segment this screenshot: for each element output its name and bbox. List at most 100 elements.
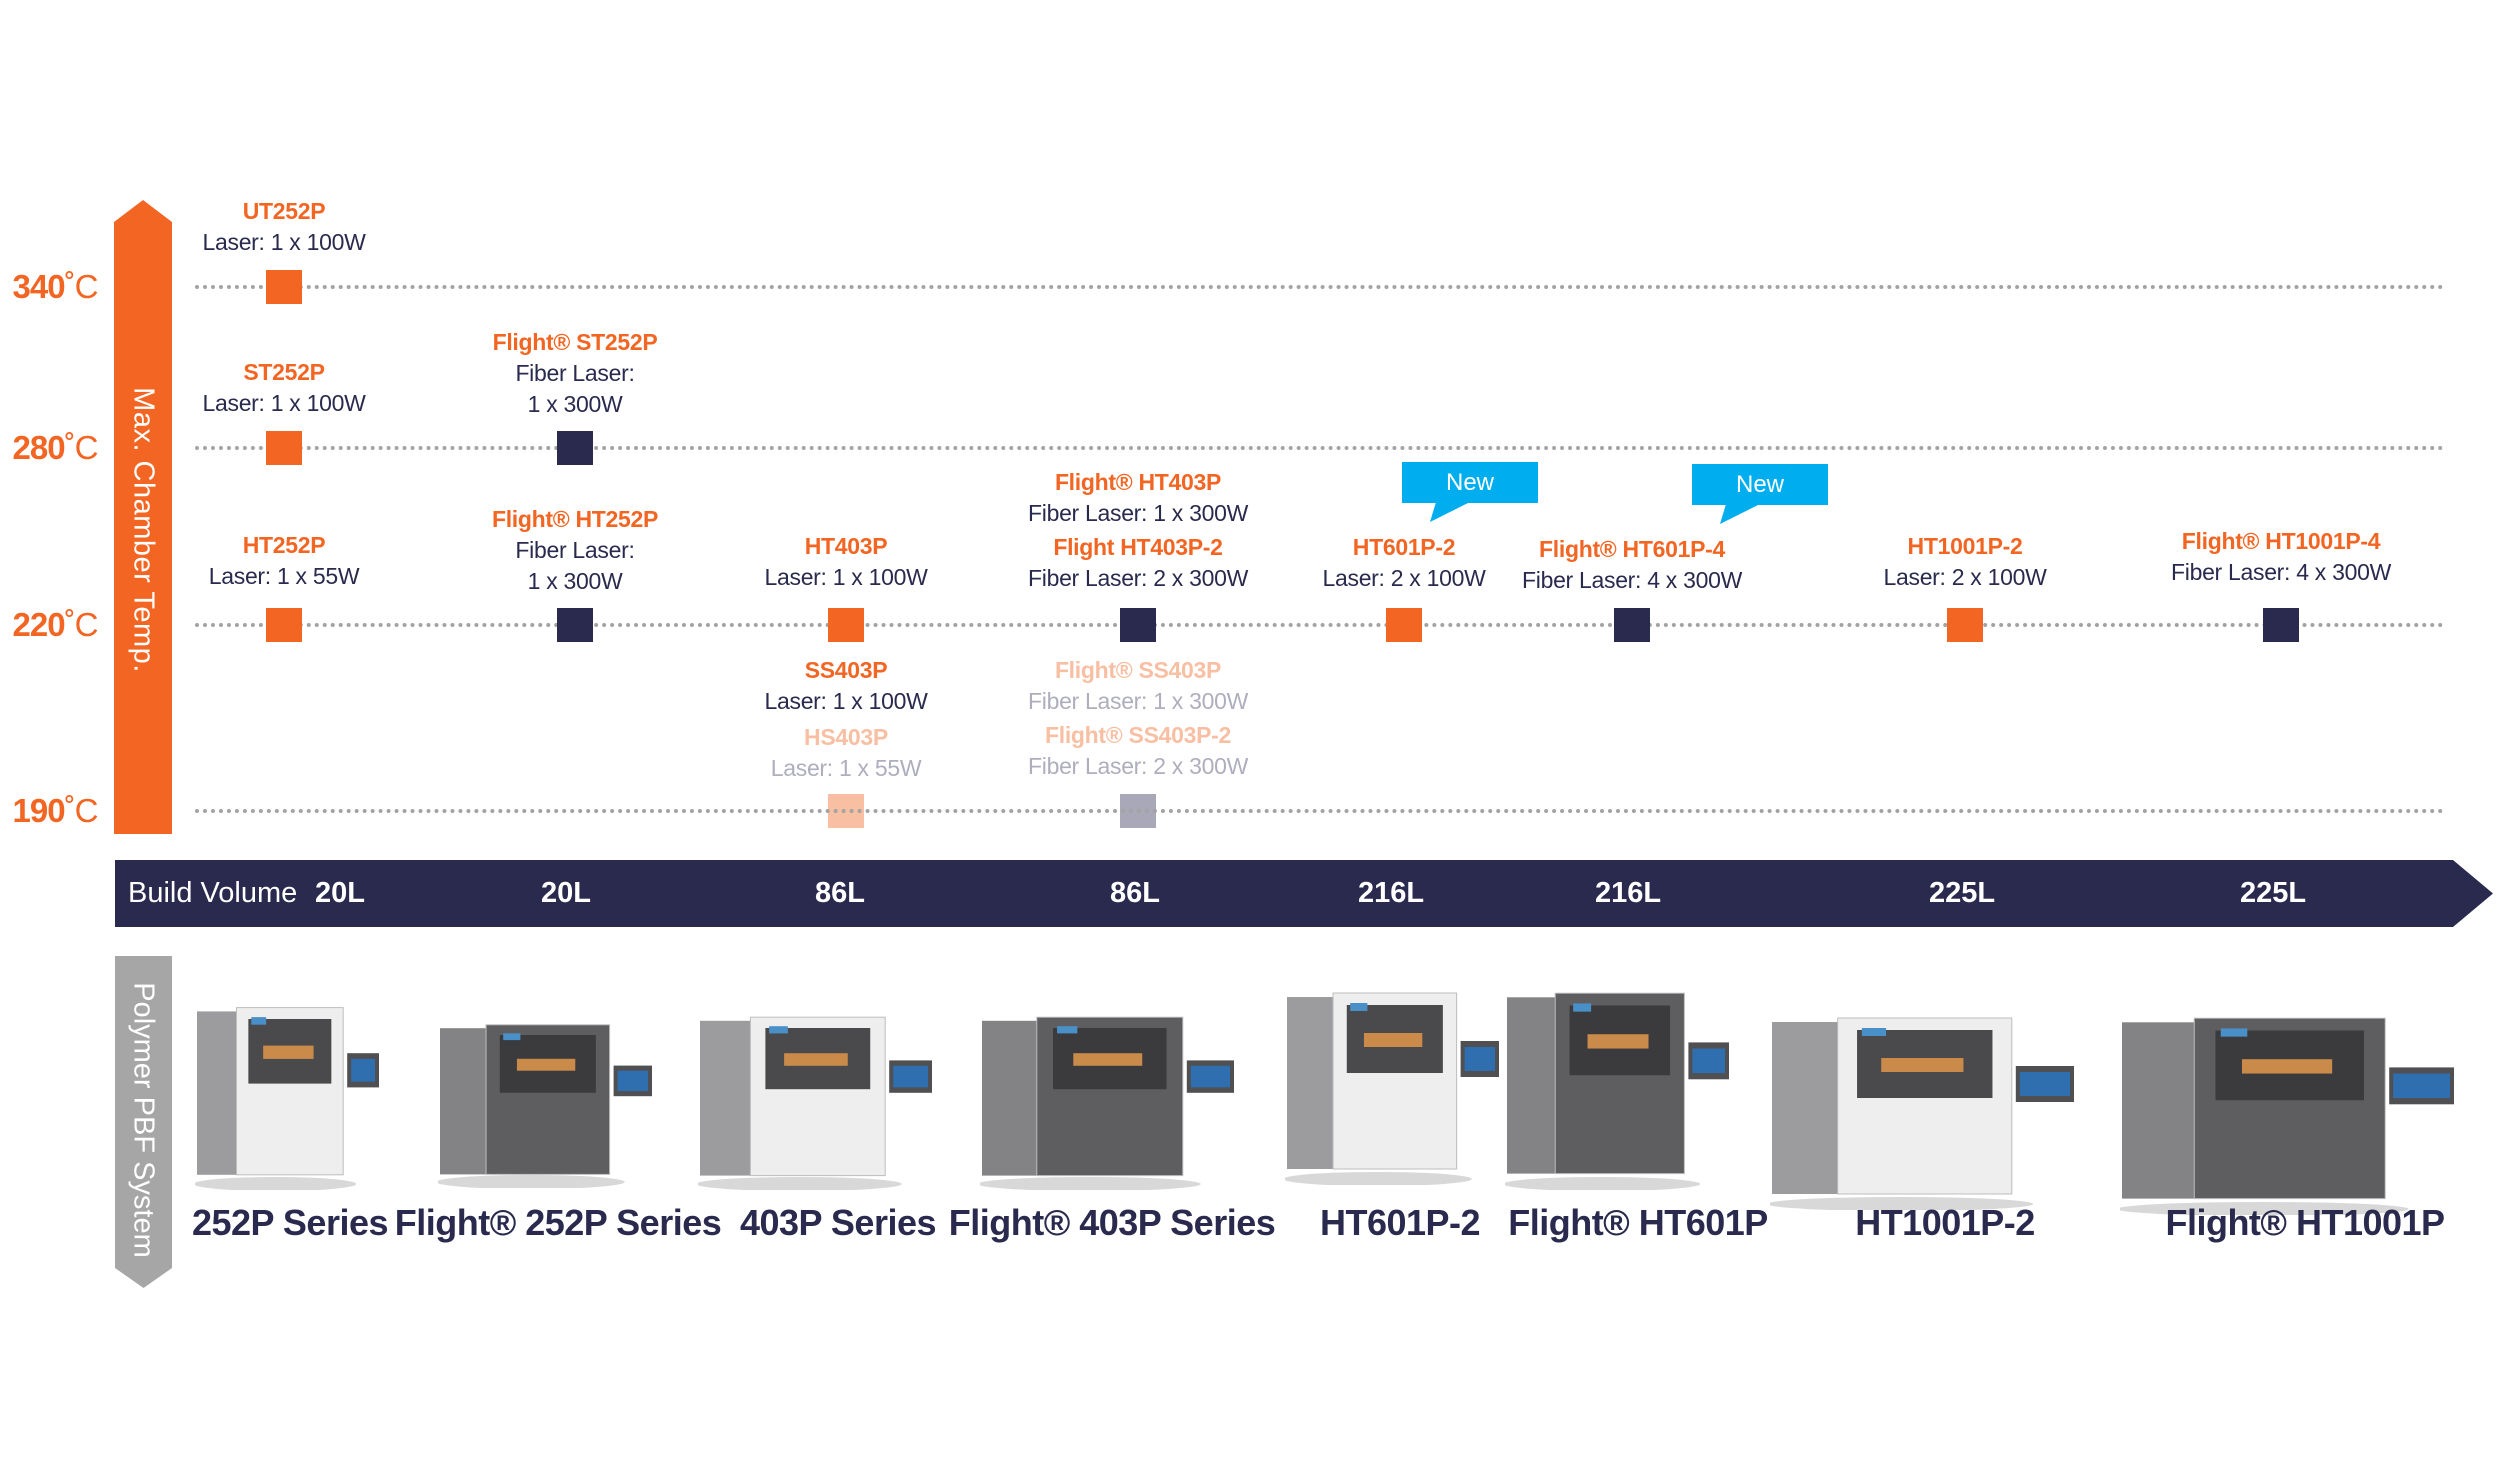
temperature-marker (557, 431, 593, 465)
product-spec: Fiber Laser: 1 x 300W (1028, 688, 1248, 714)
product-spec: 1 x 300W (527, 391, 623, 417)
product-name: Flight® HT252P (491, 506, 659, 532)
temp-label-340: 340˚C (0, 269, 110, 305)
temp-value: 340 (12, 268, 66, 305)
build-volume-arrow (115, 860, 2493, 927)
series-label: Flight® 403P Series (948, 1202, 1276, 1243)
product-spec: 1 x 300W (527, 568, 623, 594)
product-spec: Laser: 1 x 100W (764, 688, 928, 714)
machine-image (1770, 1017, 2074, 1210)
series-label: HT601P-2 (1319, 1202, 1481, 1243)
series-label: 403P Series (739, 1202, 937, 1243)
new-badge-tail (1720, 504, 1760, 524)
temp-label-280: 280˚C (0, 430, 110, 466)
temperature-marker (2263, 608, 2299, 642)
product-name: Flight® HT403P (1054, 469, 1222, 495)
build-volume-value: 225L (2239, 877, 2307, 909)
build-volume-value: 225L (1928, 877, 1996, 909)
product-spec: Fiber Laser: 2 x 300W (1028, 753, 1248, 779)
temperature-marker (266, 270, 302, 304)
series-label: Flight® HT601P (1508, 1202, 1768, 1243)
build-volume-value: 20L (541, 877, 591, 909)
temp-value: 190 (12, 792, 66, 829)
temperature-marker (266, 608, 302, 642)
series-label: Flight® 252P Series (394, 1202, 722, 1243)
temperature-marker (1120, 608, 1156, 642)
gridline-280 (195, 446, 2445, 450)
gridline-190 (195, 809, 2445, 813)
temp-unit: ˚C (64, 606, 99, 643)
system-axis-arrow (115, 956, 172, 1288)
build-volume-value: 86L (815, 877, 865, 909)
product-label: HT403P Laser: 1 x 100W (765, 531, 928, 593)
build-volume-value: 216L (1357, 877, 1425, 909)
temp-unit: ˚C (64, 268, 99, 305)
gridline-340 (195, 285, 2445, 289)
temperature-marker (1386, 608, 1422, 642)
temperature-marker (1947, 608, 1983, 642)
series-label: HT1001P-2 (1855, 1202, 2035, 1243)
product-spec: Laser: 1 x 55W (208, 563, 360, 589)
machine-image (438, 1024, 652, 1188)
product-name: SS403P (804, 657, 888, 683)
product-label: HS403P Laser: 1 x 55W (770, 722, 922, 784)
product-name: Flight® SS403P-2 (1045, 722, 1231, 748)
temp-unit: ˚C (64, 792, 99, 829)
product-name: ST252P (243, 359, 325, 385)
product-spec: Laser: 1 x 55W (770, 755, 922, 781)
product-spec: Laser: 1 x 100W (202, 390, 366, 416)
machine-image (698, 1016, 932, 1190)
product-name: Flight® HT1001P-4 (2181, 528, 2381, 554)
product-spec: Fiber Laser: (515, 537, 635, 563)
machine-image (1505, 992, 1729, 1190)
temp-unit: ˚C (64, 429, 99, 466)
system-axis-title: Polymer PBF System (127, 982, 160, 1258)
temp-label-190: 190˚C (0, 793, 110, 829)
product-label: Flight® SS403P Fiber Laser: 1 x 300W (1028, 655, 1248, 717)
product-name: Flight® ST252P (492, 329, 658, 355)
product-spec: Laser: 2 x 100W (1322, 565, 1486, 591)
product-name: Flight® SS403P (1054, 657, 1222, 683)
series-label: 252P Series (191, 1202, 389, 1243)
product-spec: Fiber Laser: 4 x 300W (1522, 567, 1742, 593)
product-name: HT1001P-2 (1907, 533, 2023, 559)
product-name: HT403P (804, 533, 888, 559)
product-spec: Fiber Laser: (515, 360, 635, 386)
product-name: Flight HT403P-2 (1053, 534, 1223, 560)
product-name: HT601P-2 (1352, 534, 1456, 560)
temp-value: 220 (12, 606, 66, 643)
product-name: HS403P (804, 724, 888, 750)
new-badge: New (1692, 464, 1828, 505)
build-volume-title: Build Volume (128, 877, 298, 909)
machine-image (980, 1016, 1234, 1190)
temperature-axis-title: Max. Chamber Temp. (127, 387, 160, 673)
temperature-marker (557, 608, 593, 642)
new-badge: New (1402, 462, 1538, 503)
build-volume-value: 20L (315, 877, 365, 909)
product-name: Flight® HT601P-4 (1539, 536, 1725, 562)
product-name: HT252P (242, 532, 326, 558)
product-spec: Laser: 1 x 100W (764, 564, 928, 590)
product-label: Flight® HT252P Fiber Laser: 1 x 300W (492, 504, 658, 597)
product-label: SS403P Laser: 1 x 100W (765, 655, 928, 717)
product-spec: Fiber Laser: 2 x 300W (1028, 565, 1248, 591)
product-spec: Fiber Laser: 4 x 300W (2171, 559, 2391, 585)
build-volume-value: 86L (1110, 877, 1160, 909)
temperature-marker (266, 431, 302, 465)
product-label: Flight® ST252P Fiber Laser: 1 x 300W (493, 327, 658, 420)
gridline-220 (195, 623, 2445, 627)
temperature-marker (828, 608, 864, 642)
product-label: ST252P Laser: 1 x 100W (203, 357, 366, 419)
machine-image (1285, 992, 1499, 1185)
machine-image (195, 1007, 379, 1190)
product-spec: Laser: 2 x 100W (1883, 564, 2047, 590)
product-name: UT252P (242, 198, 326, 224)
series-label: Flight® HT1001P (2165, 1202, 2445, 1243)
